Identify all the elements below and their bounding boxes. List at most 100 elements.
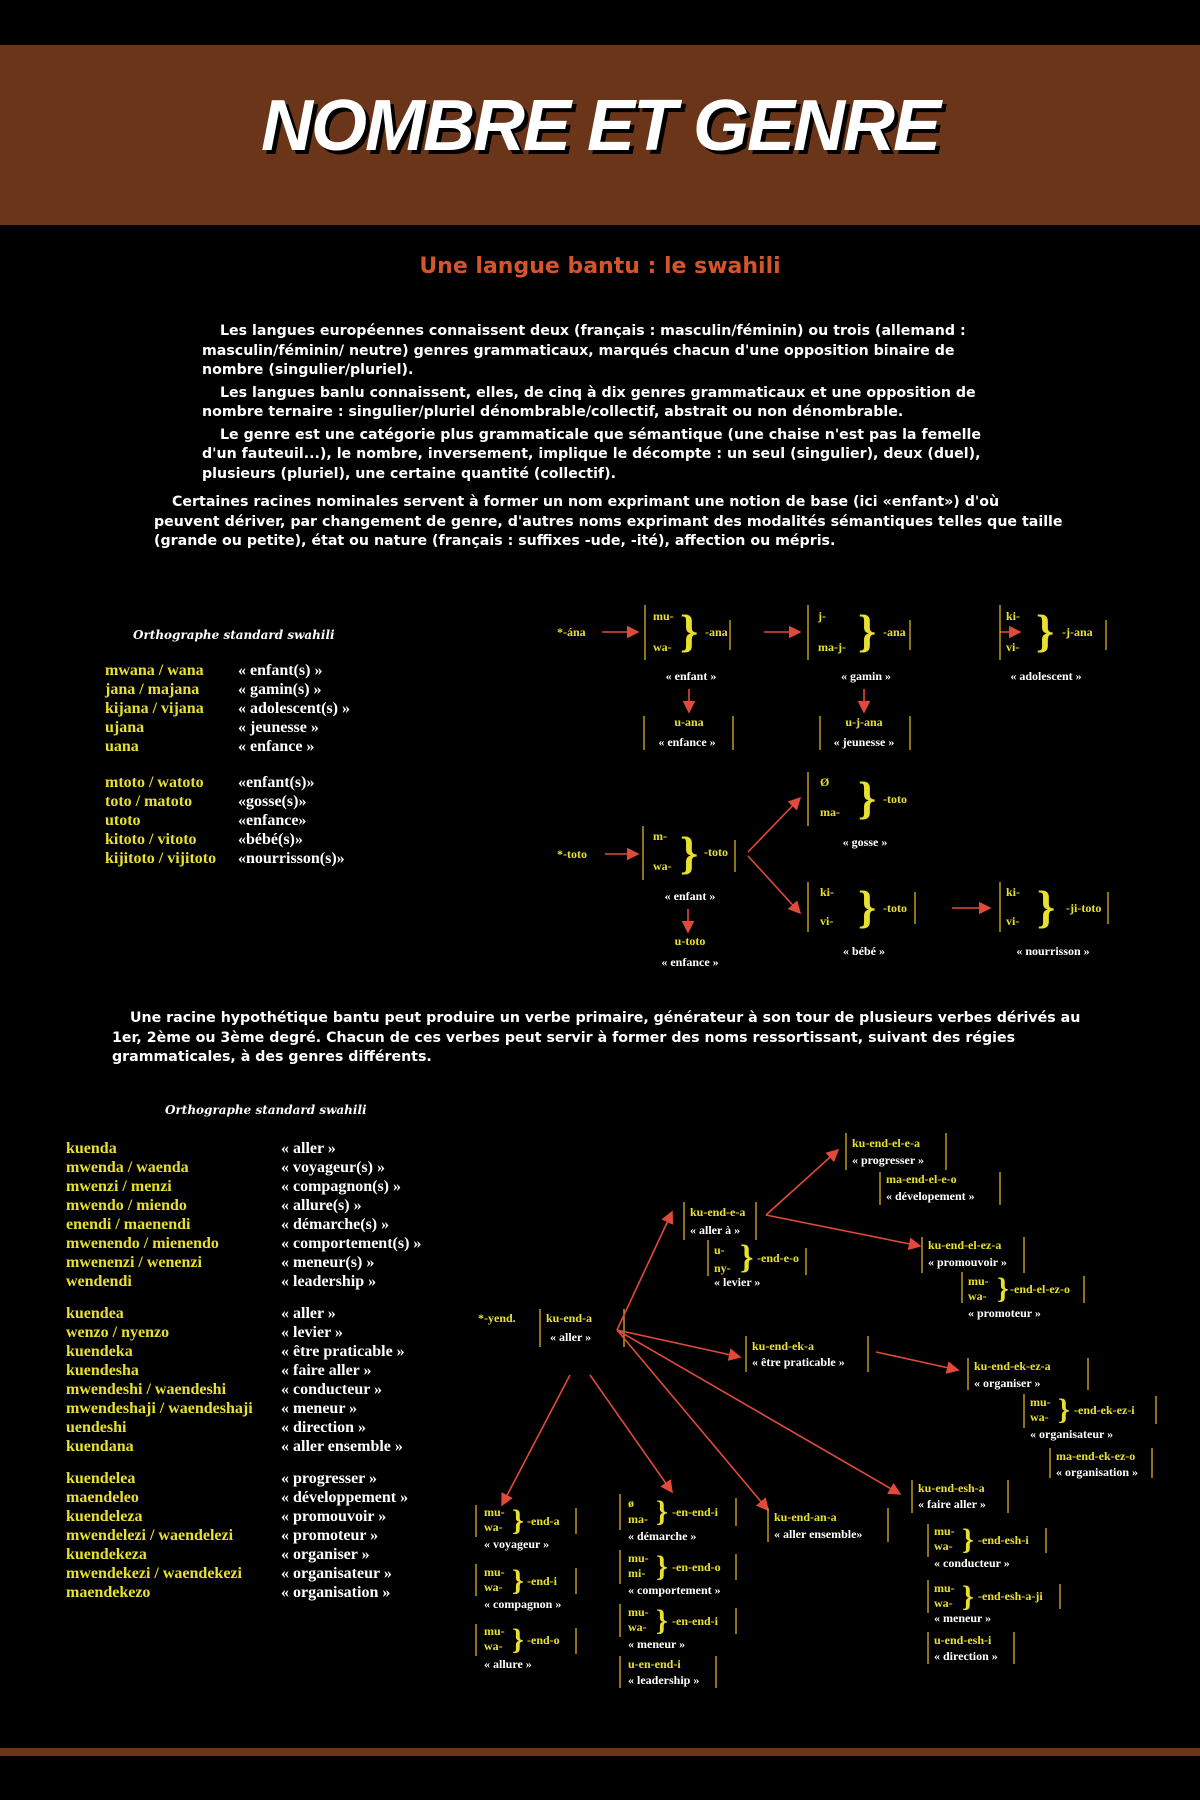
diagram-label: j-	[817, 609, 826, 623]
diagram-label: ma-	[820, 805, 840, 819]
diagram-label: -ji-toto	[1066, 901, 1101, 915]
word-row: uana« enfance »	[105, 737, 350, 756]
derivation-arrow	[616, 1329, 742, 1361]
diagram-label: -end-ek-ez-i	[1074, 1403, 1135, 1417]
swahili-word: wendendi	[66, 1273, 132, 1290]
word-group: kuendelea« progresser »maendeleo« dévelo…	[66, 1469, 421, 1602]
diagram-label: mu-	[1030, 1395, 1051, 1409]
diagram-label: wa-	[1030, 1410, 1049, 1424]
gloss-label: « aller ensemble»	[774, 1527, 862, 1541]
word-row: wendendi « leadership »	[66, 1272, 421, 1291]
word-row: kitoto / vitoto «bébé(s)»	[105, 830, 345, 849]
diagram-label: ku-end-esh-a	[918, 1481, 985, 1495]
word-gloss: « promouvoir »	[281, 1508, 387, 1525]
word-gloss: « faire aller »	[281, 1362, 372, 1379]
derivation-arrow	[875, 1351, 960, 1374]
word-gloss: « organisation »	[281, 1584, 391, 1601]
gloss-label: « meneur »	[628, 1637, 685, 1651]
diagram-label: wa-	[934, 1596, 953, 1610]
word-gloss: « développement »	[281, 1489, 409, 1506]
brace-symbol: }	[656, 1550, 668, 1583]
gloss-label: « comportement »	[628, 1583, 721, 1597]
word-gloss: « aller »	[281, 1140, 336, 1157]
swahili-word: kuendea	[66, 1305, 124, 1322]
gloss-label: « levier »	[714, 1275, 760, 1289]
word-gloss: «bébé(s)»	[238, 831, 303, 848]
word-gloss: « allure(s) »	[281, 1197, 362, 1214]
gloss-label: « enfance »	[658, 735, 715, 749]
diagram-label: mu-	[484, 1565, 505, 1579]
word-row: mwenda / waenda« voyageur(s) »	[66, 1158, 421, 1177]
word-row: kijitoto / vijitoto «nourrisson(s)»	[105, 849, 345, 868]
word-row: jana / majana« gamin(s) »	[105, 680, 350, 699]
diagram-label: ku-end-e-a	[690, 1205, 745, 1219]
diagram-label: -end-i	[527, 1574, 558, 1588]
word-gloss: « comportement(s) »	[281, 1235, 422, 1252]
diagram-label: mu-	[484, 1505, 505, 1519]
gloss-label: « être praticable »	[752, 1355, 845, 1369]
word-gloss: «nourrisson(s)»	[238, 850, 345, 867]
diagram-label: ma-end-ek-ez-o	[1056, 1449, 1135, 1463]
derivation-arrow	[589, 1374, 673, 1494]
word-row: mwendelezi / waendelezi« promoteur »	[66, 1526, 421, 1545]
swahili-word: kuenda	[66, 1140, 117, 1157]
derivation-arrow	[501, 1374, 571, 1507]
swahili-word: kijitoto / vijitoto	[105, 850, 217, 867]
diagram-label: mu-	[628, 1551, 649, 1565]
word-row: mtoto / watoto «enfant(s)»	[105, 773, 345, 792]
swahili-word: mtoto / watoto	[105, 774, 204, 791]
gloss-label: « faire aller »	[918, 1497, 986, 1511]
ortho-label-2: Orthographe standard swahili	[165, 1103, 367, 1117]
brace-symbol: }	[512, 1564, 524, 1597]
brace-symbol: }	[656, 1495, 668, 1528]
gloss-label: « promoteur »	[968, 1306, 1041, 1320]
root-label: *-yend.	[478, 1311, 516, 1325]
diagram-label: wa-	[484, 1520, 503, 1534]
swahili-word: uana	[105, 738, 139, 755]
toto-word-list: mtoto / watoto«enfant(s)»toto / matoto«g…	[105, 773, 345, 868]
diagram-label: u-	[714, 1243, 725, 1257]
word-gloss: « aller ensemble »	[281, 1438, 403, 1455]
swahili-word: kuendelea	[66, 1470, 136, 1487]
diagram-label: -toto	[883, 792, 907, 806]
word-gloss: «enfant(s)»	[238, 774, 315, 791]
diagram-label: m-	[653, 829, 667, 843]
swahili-word: mwana / wana	[105, 662, 204, 679]
diagram-label: ma-end-el-e-o	[886, 1172, 957, 1186]
brace-symbol: }	[858, 881, 876, 932]
gloss-label: « adolescent »	[1010, 669, 1081, 683]
diagram-label: -end-a	[527, 1514, 560, 1528]
derivation-arrow	[765, 1214, 922, 1251]
diagram-label: -j-ana	[1062, 625, 1093, 639]
diagram-label: wa-	[653, 640, 672, 654]
diagram-label: mi-	[628, 1566, 645, 1580]
gloss-label: « bébé »	[843, 944, 885, 958]
brace-symbol: }	[1036, 605, 1054, 656]
roots-text: Certaines racines nominales servent à fo…	[154, 493, 1069, 555]
diagram-label: -end-esh-a-ji	[978, 1589, 1043, 1603]
derived-label: u-j-ana	[845, 715, 882, 729]
swahili-word: kitoto / vitoto	[105, 831, 197, 848]
swahili-word: uendeshi	[66, 1419, 127, 1436]
derivation-arrow	[747, 855, 802, 915]
gloss-label: « organisation »	[1056, 1465, 1138, 1479]
diagram-label: -ana	[705, 625, 728, 639]
word-row: kuendana« aller ensemble »	[66, 1437, 421, 1456]
gloss-label: « gosse »	[843, 835, 888, 849]
diagram-label: mu-	[653, 609, 674, 623]
gloss-label: « progresser »	[852, 1153, 924, 1167]
word-gloss: « leadership »	[281, 1273, 377, 1290]
brace-symbol: }	[962, 1580, 974, 1613]
roots-paragraph: Certaines racines nominales servent à fo…	[154, 494, 1063, 549]
word-gloss: « conducteur »	[281, 1381, 383, 1398]
swahili-word: mwendo / miendo	[66, 1197, 187, 1214]
brace-symbol: }	[1058, 1393, 1070, 1426]
verb-paragraph: Une racine hypothétique bantu peut produ…	[112, 1010, 1081, 1065]
diagram-label: ku-end-an-a	[774, 1510, 837, 1524]
brace-symbol: }	[512, 1504, 524, 1537]
brace-symbol: }	[680, 605, 698, 656]
diagram-label: -en-end-i	[672, 1505, 719, 1519]
word-row: wenzo / nyenzo« levier »	[66, 1323, 421, 1342]
brace-symbol: }	[858, 772, 876, 823]
enda-word-list: kuenda « aller »mwenda / waenda« voyageur…	[66, 1139, 421, 1615]
